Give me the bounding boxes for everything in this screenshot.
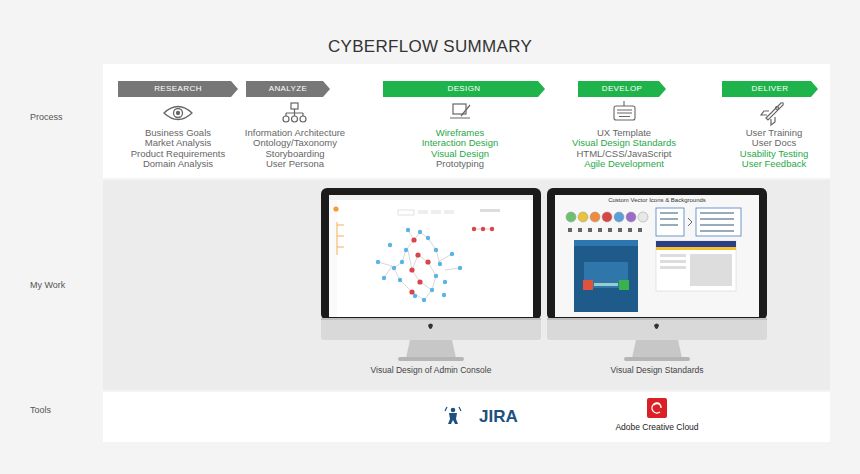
org-chart-icon [283,103,306,122]
activity-item: User Docs [752,138,796,149]
activity-item: User Feedback [742,159,806,170]
row-label: My Work [30,280,65,290]
process-chevron: DESIGN [383,81,545,97]
imac-admin-console [321,188,541,361]
row-label: Tools [30,405,51,415]
diagram-title: CYBERFLOW SUMMARY [0,37,860,57]
activity-item: Domain Analysis [143,159,213,170]
activity-item: Visual Design Standards [572,138,676,149]
work-band [103,180,830,390]
keyboard-icon [614,101,635,120]
chevron-fill [118,81,238,97]
activity-item: Market Analysis [145,138,212,149]
activity-item: Business Goals [145,128,211,139]
monitor-caption: Visual Design Standards [611,366,704,376]
activity-item: Wireframes [436,128,485,139]
activity-item: Agile Development [584,159,664,170]
imac-design-standards [547,188,767,361]
chevron-fill [383,81,545,97]
jira-wordmark: JIRA [479,407,518,427]
step-label: DELIVER [722,81,818,97]
process-chevron: RESEARCH [118,81,238,97]
jira-logo-icon [445,407,461,424]
chevron-fill [722,81,818,97]
activity-item: Product Requirements [131,149,226,160]
activity-item: Storyboarding [265,149,324,160]
activity-item: User Training [746,128,803,139]
adobe-cc-icon [647,398,667,418]
process-band [103,64,830,178]
chevron-fill [578,81,666,97]
activity-item: HTML/CSS/JavaScript [576,149,671,160]
screen-heading: Custom Vector Icons & Backgrounds [608,197,706,204]
activity-item: Ontology/Taxonomy [253,138,337,149]
step-label: DESIGN [383,81,545,97]
activity-item: Visual Design [431,149,489,160]
design-icon [450,104,470,118]
activity-item: Interaction Design [422,138,499,149]
rocket-icon [761,103,783,125]
activity-item: Information Architecture [245,128,345,139]
tools-band [103,392,830,442]
process-chevron: DELIVER [722,81,818,97]
step-label: DEVELOP [578,81,666,97]
row-label: Process [30,112,63,122]
activity-item: User Persona [266,159,324,170]
step-label: ANALYZE [246,81,330,97]
process-chevron: ANALYZE [246,81,330,97]
chevron-fill [246,81,330,97]
activity-item: Usability Testing [740,149,808,160]
eye-icon [164,107,192,120]
process-chevron: DEVELOP [578,81,666,97]
activity-item: Prototyping [436,159,484,170]
activity-item: UX Template [597,128,651,139]
monitor-caption: Visual Design of Admin Console [371,366,492,376]
tool-name: Adobe Creative Cloud [615,423,698,433]
step-label: RESEARCH [118,81,238,97]
